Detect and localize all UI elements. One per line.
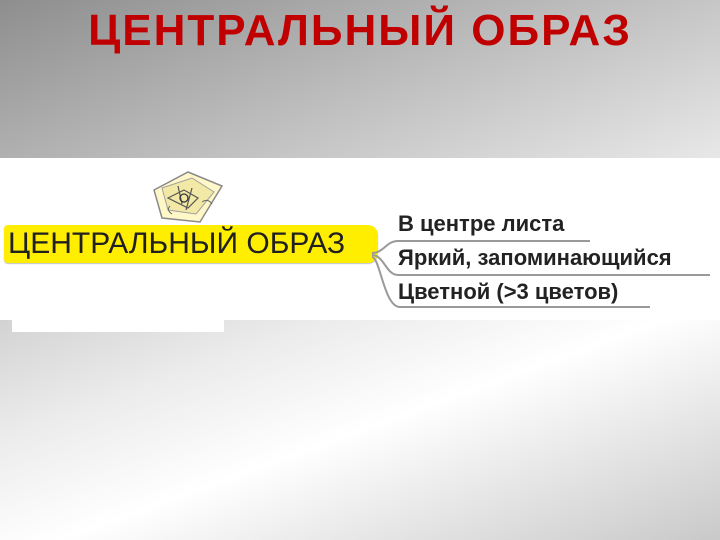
branch-connectors — [371, 240, 710, 308]
central-topic-label: ЦЕНТРАЛЬНЫЙ ОБРАЗ — [8, 227, 346, 260]
slide-title: ЦЕНТРАЛЬНЫЙ ОБРАЗ — [88, 6, 632, 55]
branch-center-of-sheet: В центре листа — [398, 211, 565, 236]
central-topic: ЦЕНТРАЛЬНЫЙ ОБРАЗ — [4, 225, 378, 263]
sketch-image-icon — [153, 171, 224, 223]
branch-colorful: Цветной (>3 цветов) — [398, 279, 619, 304]
branch-bright-memorable: Яркий, запоминающийся — [398, 245, 672, 270]
panel-strip — [12, 320, 224, 332]
